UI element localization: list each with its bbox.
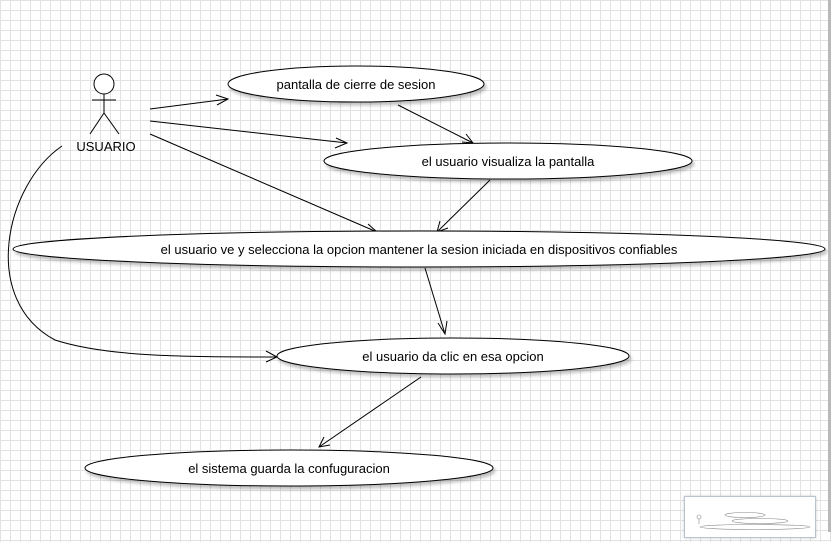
connectors (7, 94, 491, 448)
use-case-guarda-configuracion[interactable]: el sistema guarda la confuguracion (84, 449, 494, 487)
use-case-label: el usuario ve y selecciona la opcion man… (161, 242, 678, 257)
use-case-cierre-sesion[interactable]: pantalla de cierre de sesion (227, 65, 485, 103)
actor-head (93, 73, 115, 95)
actor-label: USUARIO (76, 139, 135, 154)
vertical-scrollbar[interactable] (828, 0, 831, 532)
use-case-label: el sistema guarda la confuguracion (188, 461, 390, 476)
use-case-visualiza-pantalla[interactable]: el usuario visualiza la pantalla (323, 142, 693, 180)
edge-actor-uc1[interactable] (149, 94, 230, 110)
edge-uc1-uc2[interactable] (397, 104, 475, 144)
use-case-label: el usuario da clic en esa opcion (362, 349, 543, 364)
edge-uc4-uc5[interactable] (318, 376, 422, 448)
use-case-clic-opcion[interactable]: el usuario da clic en esa opcion (276, 337, 630, 375)
minimap-preview (696, 512, 811, 530)
use-case-label: el usuario visualiza la pantalla (422, 154, 595, 169)
use-case-label: pantalla de cierre de sesion (277, 77, 436, 92)
use-case-selecciona-opcion[interactable]: el usuario ve y selecciona la opcion man… (12, 230, 826, 268)
edge-uc3-uc4[interactable] (424, 267, 448, 336)
edge-uc2-uc3[interactable] (436, 179, 491, 233)
actor-usuario[interactable] (89, 73, 120, 135)
edge-actor-uc2[interactable] (149, 120, 349, 149)
edge-actor-uc3[interactable] (149, 133, 379, 234)
